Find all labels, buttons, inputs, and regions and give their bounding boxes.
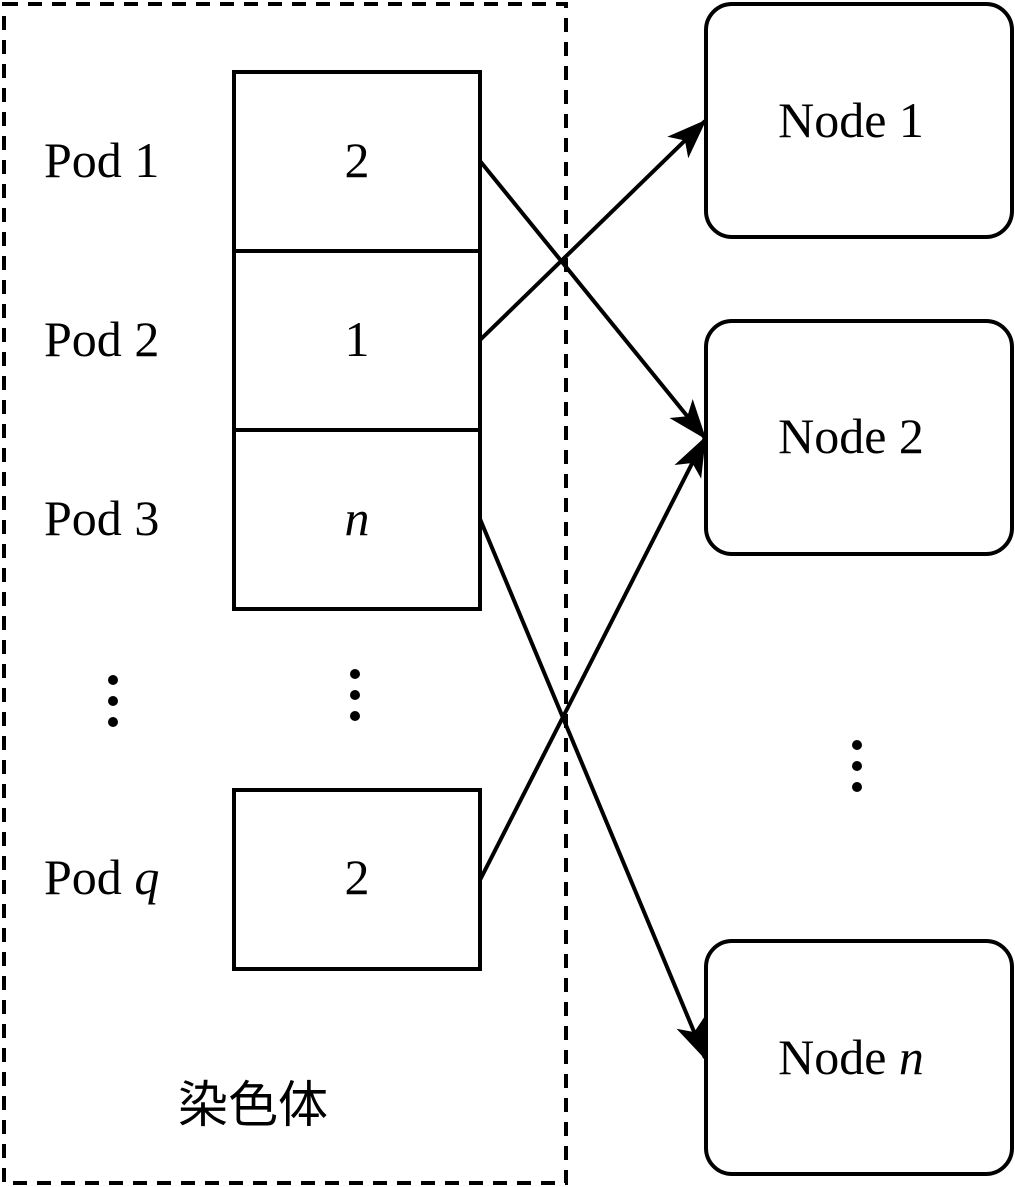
gene-cell-1	[232, 70, 482, 253]
gene-value-2: 1	[345, 311, 370, 367]
pod-ellipsis	[108, 675, 118, 727]
chromosome-boundary	[2, 2, 568, 1185]
assignment-arrow-pod3-to-noden	[478, 518, 707, 1060]
pod-label-1: Pod 1	[44, 132, 159, 188]
node-label-1: Node 1	[778, 92, 924, 148]
gene-cell-q	[232, 788, 482, 971]
gene-ellipsis	[350, 669, 360, 721]
gene-value-3: n	[345, 490, 370, 546]
assignment-arrow-pod2-to-node1	[478, 119, 707, 342]
chromosome-caption: 染色体	[178, 1077, 328, 1133]
assignment-arrow-podq-to-node2	[478, 436, 707, 881]
gene-value-q: 2	[345, 849, 370, 905]
node-ellipsis	[852, 740, 862, 792]
pod-label-q: Pod q	[44, 849, 159, 905]
gene-value-1: 2	[345, 132, 370, 188]
pod-label-3: Pod 3	[44, 490, 159, 546]
assignment-arrow-pod1-to-node2	[478, 159, 707, 440]
node-label-2: Node 2	[778, 408, 924, 464]
gene-cell-2	[232, 249, 482, 432]
gene-cell-stack	[232, 70, 482, 611]
node-label-n: Node n	[778, 1029, 924, 1085]
gene-cell-3	[232, 428, 482, 611]
pod-label-2: Pod 2	[44, 311, 159, 367]
